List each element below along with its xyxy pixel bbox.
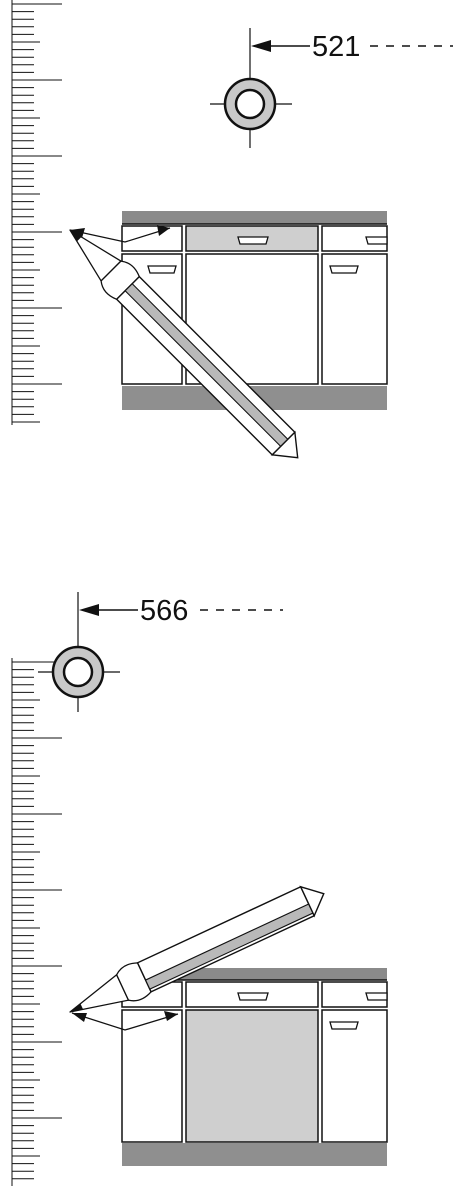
dishwasher-panel — [185, 1009, 319, 1143]
ruler-ticks — [12, 661, 62, 1180]
kitchen-cabinets — [121, 968, 388, 1166]
pipe-icon — [210, 28, 292, 148]
handle — [237, 992, 269, 1001]
pencil-icon — [69, 229, 310, 470]
measurement-arrow — [79, 604, 283, 616]
cabinet-door — [321, 1009, 388, 1143]
cabinet-door — [121, 1009, 183, 1143]
marking-arrows — [71, 1011, 179, 1031]
panel-bottom: 566 — [11, 592, 388, 1186]
dishwasher-panel — [185, 225, 319, 252]
marking-arrows — [69, 225, 171, 243]
drawer-front — [121, 225, 183, 252]
ruler-bottom — [11, 658, 62, 1186]
ruler-top — [11, 0, 62, 425]
panel-top: 521 — [11, 0, 453, 470]
measurement-label: 521 — [312, 31, 360, 63]
plinth — [122, 1143, 387, 1166]
pipe-icon — [38, 592, 120, 712]
ruler-ticks — [12, 3, 62, 423]
measurement-label: 566 — [140, 595, 188, 627]
countertop — [122, 211, 387, 224]
cabinet-door — [321, 253, 388, 385]
pencil-icon — [69, 878, 333, 1013]
handle — [237, 236, 269, 245]
measurement-arrow — [251, 40, 453, 52]
